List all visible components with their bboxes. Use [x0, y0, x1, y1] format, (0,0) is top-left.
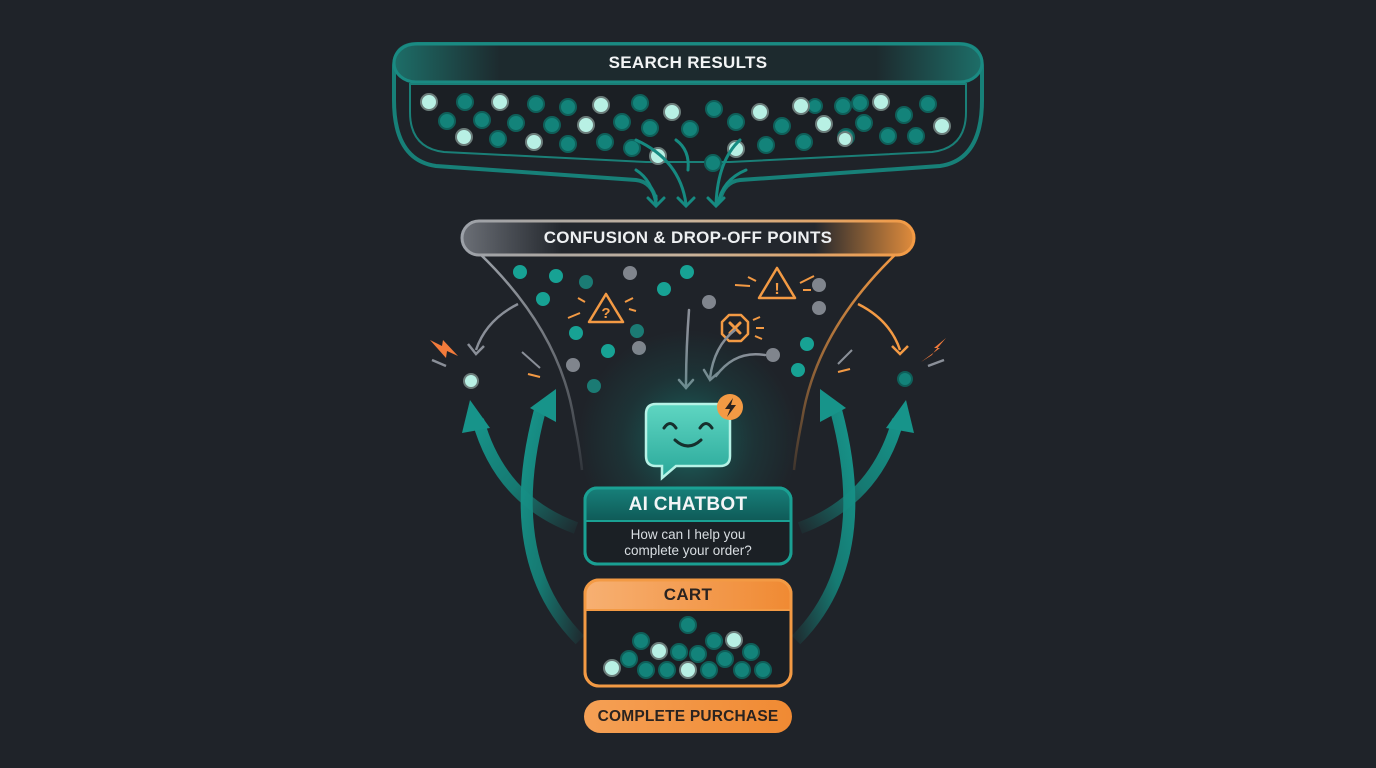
smiling-chat-bubble-icon [644, 402, 732, 481]
complete-purchase-button[interactable]: COMPLETE PURCHASE [584, 700, 792, 733]
exclamation-warning-icon: ! [734, 266, 815, 300]
svg-text:!: ! [774, 281, 779, 298]
lightning-spark-icon [921, 338, 946, 362]
chatbot-card [583, 486, 793, 566]
question-warning-icon: ? [567, 292, 637, 324]
search-result-dots [420, 93, 951, 172]
lightning-spark-icon [430, 340, 458, 358]
search-to-confusion-arrows [634, 138, 748, 209]
chatbot-message-line-2: complete your order? [624, 543, 752, 558]
confusion-drop-off-title: CONFUSION & DROP-OFF POINTS [543, 228, 833, 247]
x-octagon-icon [720, 313, 764, 343]
recovery-arrows-right [791, 408, 904, 645]
cart-title: CART [663, 585, 713, 604]
ai-chatbot-title: AI CHATBOT [628, 494, 748, 515]
cart-dots [603, 616, 772, 679]
recovery-arrowheads-left [462, 389, 556, 433]
lightning-bolt-icon [717, 394, 743, 420]
chatbot-message-line-1: How can I help you [630, 527, 746, 542]
right-drop-off [837, 302, 946, 387]
chatbot-message: How can I help you complete your order? [585, 523, 791, 563]
left-drop-off [430, 302, 541, 389]
recovery-arrows-left [472, 408, 585, 645]
svg-text:?: ? [601, 305, 610, 322]
recovery-arrowheads-right [820, 389, 914, 433]
search-results-title: SEARCH RESULTS [608, 53, 768, 72]
